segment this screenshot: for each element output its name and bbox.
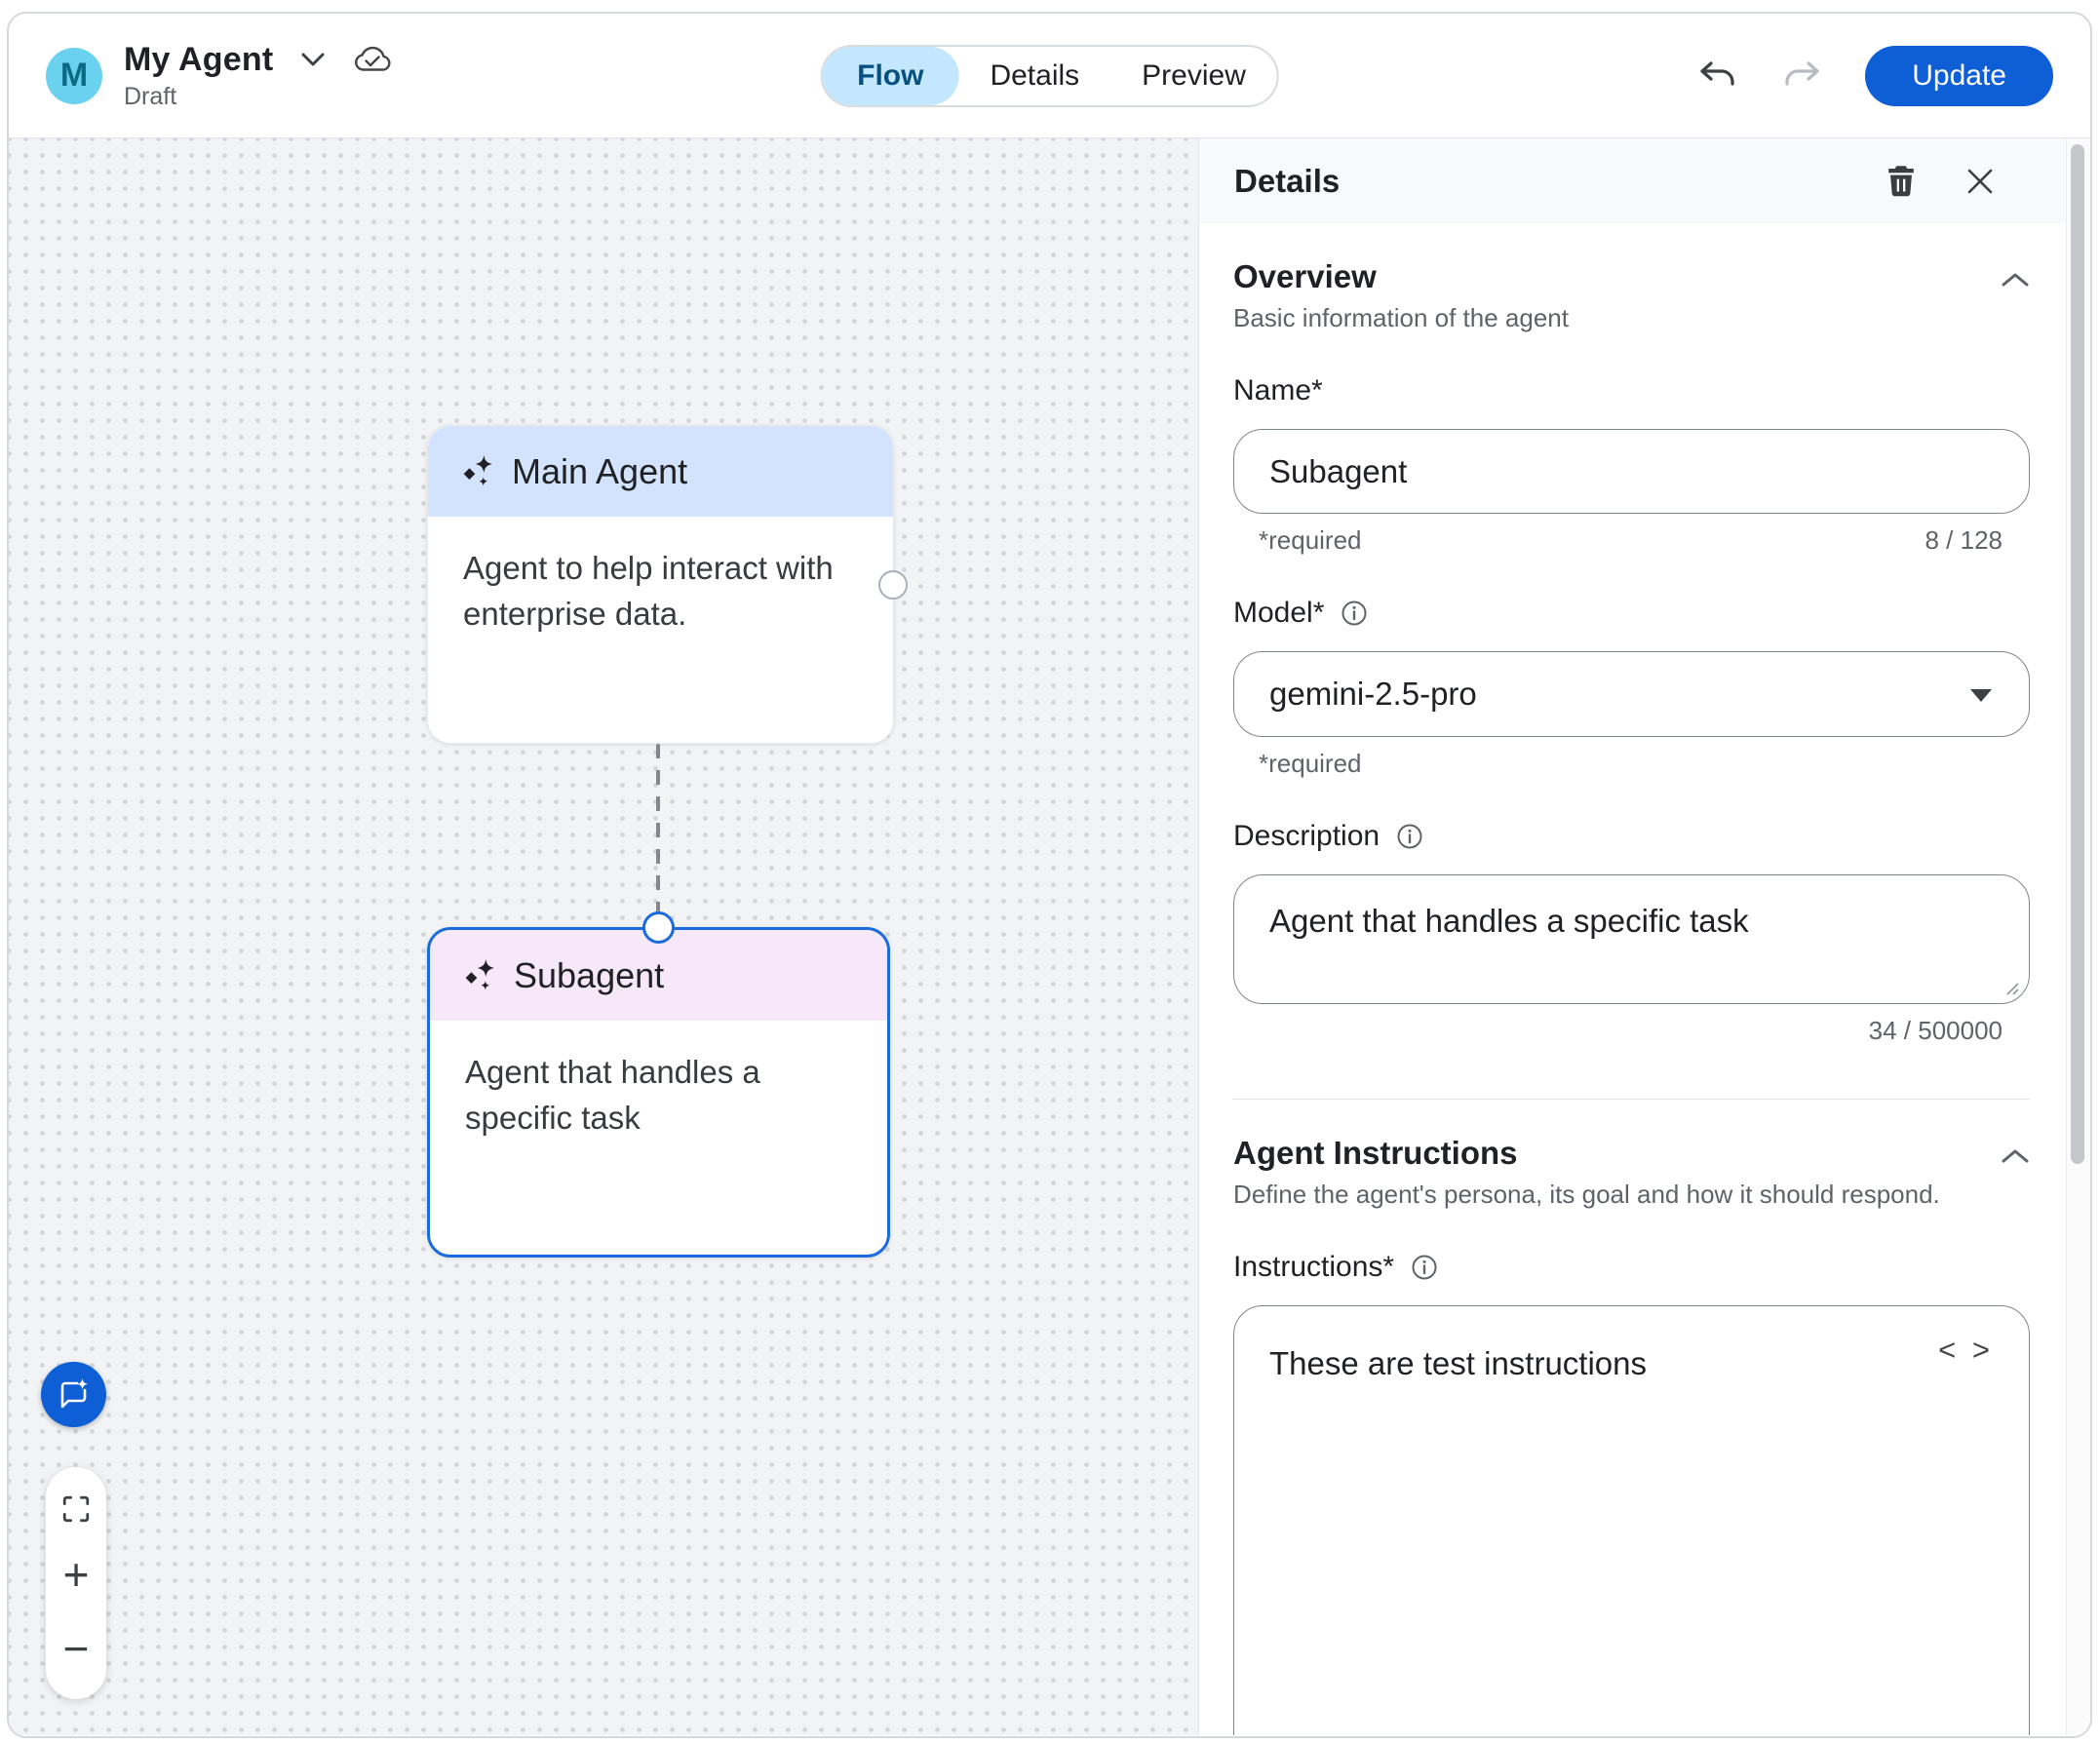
description-textarea[interactable]: Agent that handles a specific task xyxy=(1233,874,2030,1004)
avatar: M xyxy=(46,47,102,104)
description-label: Description xyxy=(1233,820,1381,852)
tab-preview[interactable]: Preview xyxy=(1110,47,1277,105)
node-subagent-header: Subagent xyxy=(430,930,887,1021)
tab-details[interactable]: Details xyxy=(958,47,1110,105)
resize-handle[interactable] xyxy=(2004,981,2020,996)
collapse-instructions-button[interactable] xyxy=(2001,1148,2030,1164)
top-bar: M My Agent Draft Flow Det xyxy=(9,14,2090,138)
info-icon[interactable] xyxy=(1412,1255,1437,1280)
port-main-agent-output[interactable] xyxy=(878,570,908,600)
agent-menu-button[interactable] xyxy=(300,52,326,67)
info-icon[interactable] xyxy=(1397,824,1422,849)
node-main-agent-header: Main Agent xyxy=(428,426,893,517)
agent-instructions-heading: Agent Instructions xyxy=(1233,1135,1518,1171)
close-icon xyxy=(1965,167,1995,196)
details-panel-content: Overview Basic information of the agent … xyxy=(1199,223,2067,1735)
scrollbar-thumb[interactable] xyxy=(2071,144,2084,1164)
sparkle-icon xyxy=(463,958,498,993)
undo-icon xyxy=(1697,58,1738,95)
zoom-controls: + − xyxy=(46,1467,106,1699)
page-title: My Agent xyxy=(124,40,274,78)
view-switcher: Flow Details Preview xyxy=(820,44,1279,107)
port-subagent-input[interactable] xyxy=(642,911,675,944)
node-description: Agent that handles a specific task xyxy=(465,1054,760,1136)
status-badge: Draft xyxy=(124,82,177,110)
info-icon[interactable] xyxy=(1342,600,1367,626)
close-panel-button[interactable] xyxy=(1965,167,1995,196)
details-panel: Details xyxy=(1198,138,2090,1735)
node-main-agent[interactable]: Main Agent Agent to help interact with e… xyxy=(427,425,894,744)
model-select[interactable]: gemini-2.5-pro xyxy=(1233,651,2030,737)
sparkle-icon xyxy=(461,454,496,489)
collapse-overview-button[interactable] xyxy=(2001,272,2030,288)
name-required-hint: *required xyxy=(1259,525,1362,555)
node-title: Main Agent xyxy=(512,450,688,491)
chat-assist-fab[interactable] xyxy=(41,1362,106,1427)
zoom-in-button[interactable]: + xyxy=(58,1551,96,1598)
edge-main-to-subagent xyxy=(656,744,660,927)
description-value: Agent that handles a specific task xyxy=(1269,903,1749,939)
cloud-saved-icon xyxy=(353,45,392,74)
description-char-counter: 34 / 500000 xyxy=(1868,1016,2003,1045)
node-subagent[interactable]: Subagent Agent that handles a specific t… xyxy=(427,927,890,1258)
zoom-out-button[interactable]: − xyxy=(58,1625,96,1672)
section-divider xyxy=(1233,1099,2030,1100)
panel-scrollbar[interactable] xyxy=(2066,138,2090,1735)
node-title: Subagent xyxy=(514,954,665,995)
update-button[interactable]: Update xyxy=(1865,45,2053,106)
redo-icon xyxy=(1781,58,1822,95)
agent-instructions-subheading: Define the agent's persona, its goal and… xyxy=(1233,1180,1940,1209)
tab-flow[interactable]: Flow xyxy=(822,46,959,105)
delete-node-button[interactable] xyxy=(1887,165,1915,197)
instructions-value: These are test instructions xyxy=(1269,1345,1648,1381)
trash-icon xyxy=(1887,165,1915,197)
agent-title-block: My Agent Draft xyxy=(124,41,392,111)
overview-heading: Overview xyxy=(1233,258,1377,294)
model-selected-value: gemini-2.5-pro xyxy=(1269,676,1477,712)
dropdown-caret-icon xyxy=(1970,689,1992,702)
model-label: Model* xyxy=(1233,597,1325,629)
name-input[interactable]: Subagent xyxy=(1233,429,2030,514)
chevron-up-icon xyxy=(2001,1148,2030,1164)
redo-button[interactable] xyxy=(1781,58,1822,95)
instructions-label: Instructions* xyxy=(1233,1251,1395,1283)
app-window: M My Agent Draft Flow Det xyxy=(7,12,2092,1738)
chevron-down-icon xyxy=(300,52,326,67)
instructions-textarea[interactable]: These are test instructions < > xyxy=(1233,1305,2030,1735)
fit-screen-button[interactable] xyxy=(61,1494,91,1524)
details-panel-header: Details xyxy=(1199,138,2067,223)
chevron-up-icon xyxy=(2001,272,2030,288)
flow-canvas[interactable]: Main Agent Agent to help interact with e… xyxy=(9,138,1198,1735)
model-required-hint: *required xyxy=(1259,749,1362,778)
node-description: Agent to help interact with enterprise d… xyxy=(463,550,834,632)
fullscreen-icon xyxy=(61,1494,91,1524)
code-view-toggle[interactable]: < > xyxy=(1932,1332,2000,1369)
name-label: Name* xyxy=(1233,374,1323,407)
chat-sparkle-icon xyxy=(56,1376,93,1414)
name-char-counter: 8 / 128 xyxy=(1925,525,2003,555)
undo-button[interactable] xyxy=(1697,58,1738,95)
panel-title: Details xyxy=(1234,162,1341,199)
overview-subheading: Basic information of the agent xyxy=(1233,303,1569,332)
